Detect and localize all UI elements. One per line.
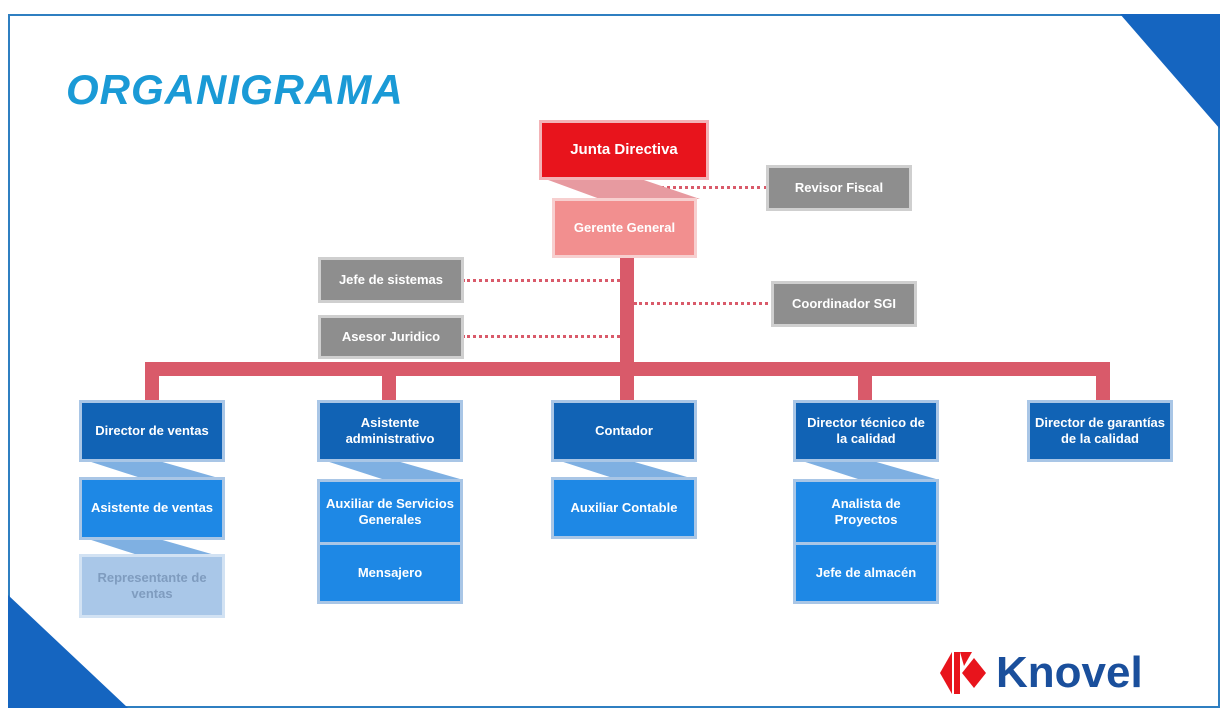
shadow-contador xyxy=(554,459,694,479)
dotted-line-revisor xyxy=(600,186,768,189)
dotted-line-jefe-sistemas xyxy=(462,279,620,282)
dotted-line-asesor xyxy=(462,335,620,338)
node-jefe-almacen: Jefe de almacén xyxy=(796,545,936,601)
node-contador: Contador xyxy=(554,403,694,459)
page-title: ORGANIGRAMA xyxy=(66,66,404,113)
shadow-asistente-administrativo xyxy=(320,459,460,479)
knovel-logo-icon xyxy=(940,652,986,694)
slide-frame xyxy=(8,14,1220,708)
drop-ventas xyxy=(145,362,159,404)
knovel-logo-text: Knovel xyxy=(996,648,1143,697)
bottom-left-triangle xyxy=(8,595,128,708)
node-auxiliar-servicios-generales: Auxiliar de Servicios Generales xyxy=(320,482,460,542)
drop-administrativo xyxy=(382,362,396,404)
node-asistente-ventas: Asistente de ventas xyxy=(82,480,222,537)
drop-garantias xyxy=(1096,362,1110,404)
node-junta-directiva: Junta Directiva xyxy=(542,123,706,177)
node-analista-proyectos: Analista de Proyectos xyxy=(796,482,936,542)
node-jefe-sistemas: Jefe de sistemas xyxy=(321,260,461,300)
node-director-ventas: Director de ventas xyxy=(82,403,222,459)
node-mensajero: Mensajero xyxy=(320,545,460,601)
vertical-trunk xyxy=(620,255,634,380)
node-revisor-fiscal: Revisor Fiscal xyxy=(769,168,909,208)
top-right-triangle xyxy=(1120,14,1220,129)
node-director-tecnico-calidad: Director técnico de la calidad xyxy=(796,403,936,459)
shadow-asistente-ventas xyxy=(82,537,222,557)
shadow-director-ventas xyxy=(82,459,222,479)
node-representante-ventas: Representante de ventas xyxy=(82,557,222,615)
knovel-logo: Knovel xyxy=(938,648,1143,698)
node-gerente-general: Gerente General xyxy=(555,201,694,255)
drop-calidad-tecnica xyxy=(858,362,872,404)
node-asesor-juridico: Asesor Juridico xyxy=(321,318,461,356)
node-director-garantias-calidad: Director de garantías de la calidad xyxy=(1030,403,1170,459)
dotted-line-coordinador xyxy=(634,302,774,305)
node-asistente-administrativo: Asistente administrativo xyxy=(320,403,460,459)
shadow-director-tecnico xyxy=(796,459,936,479)
shadow-junta xyxy=(540,177,700,199)
node-auxiliar-contable: Auxiliar Contable xyxy=(554,480,694,536)
node-coordinador-sgi: Coordinador SGI xyxy=(774,284,914,324)
drop-contador xyxy=(620,362,634,404)
